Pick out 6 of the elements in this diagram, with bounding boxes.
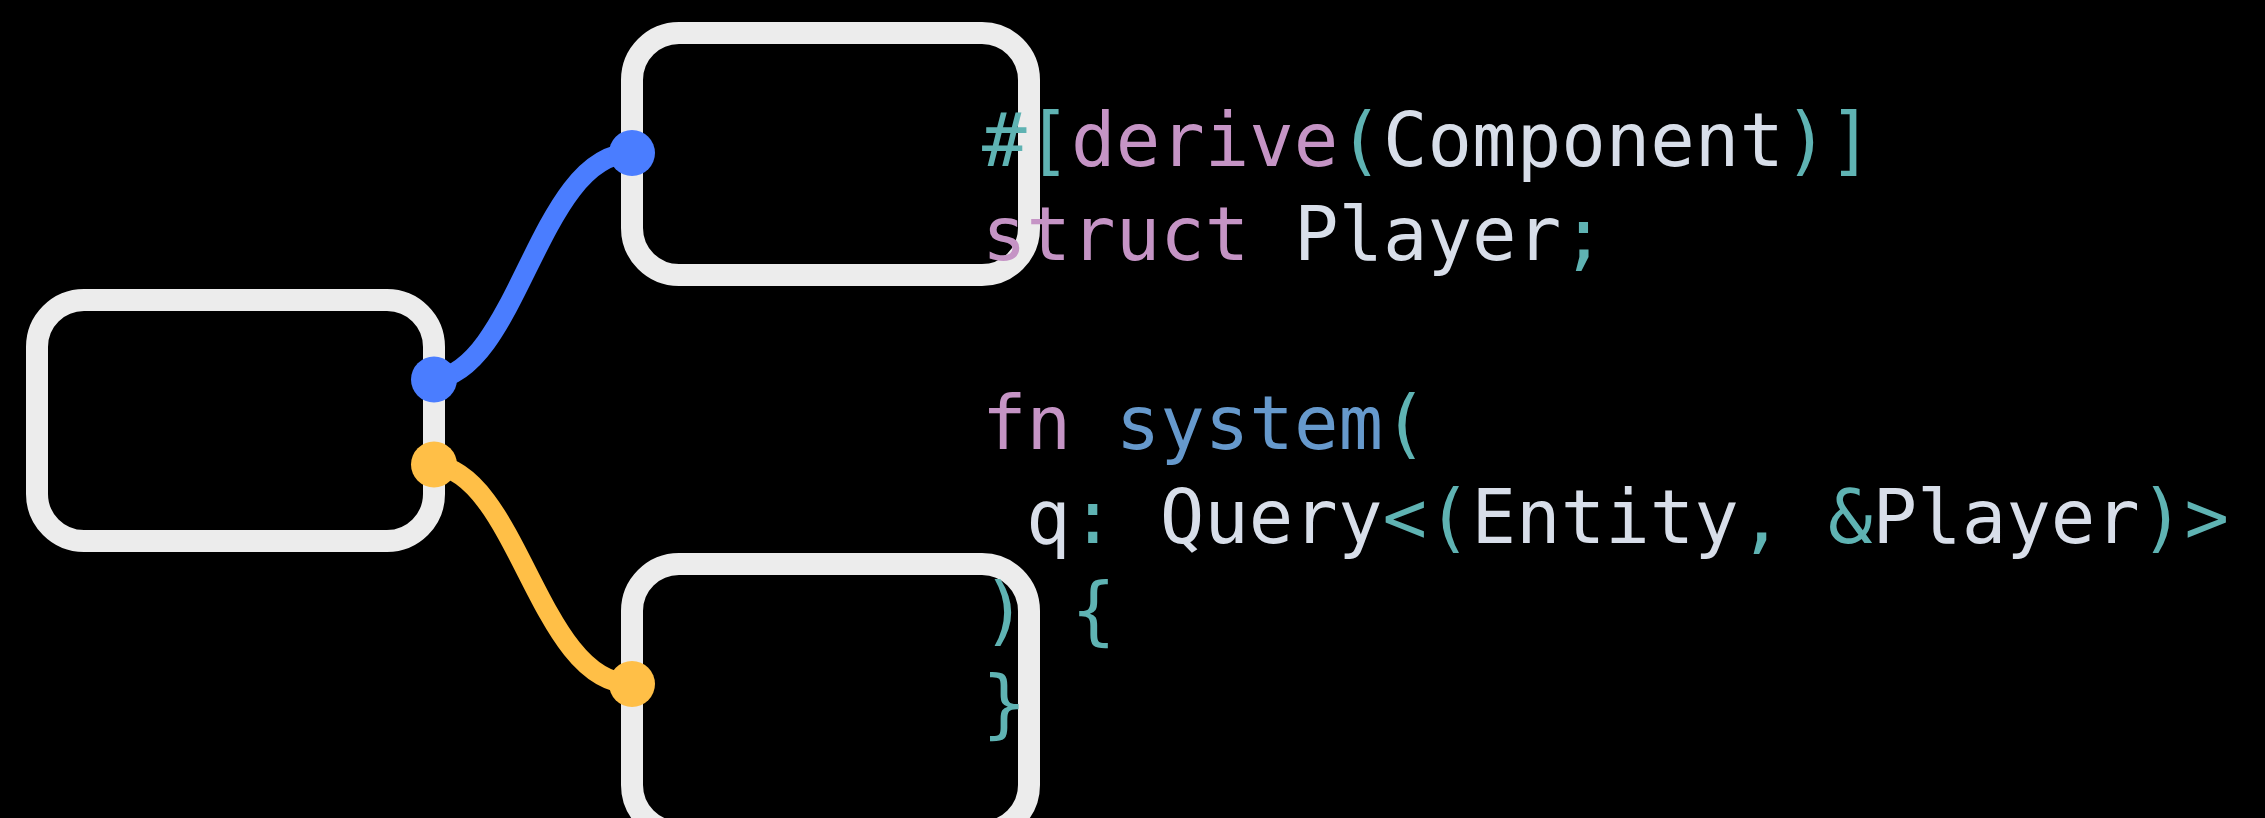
code-line: fn system( [982,379,1428,468]
code-line: ) { [982,566,1116,655]
code-line: q: Query<(Entity, &Player)> [1026,473,2229,562]
connector-line [411,441,655,707]
rounded-box [26,289,445,552]
connector-line [411,130,655,403]
